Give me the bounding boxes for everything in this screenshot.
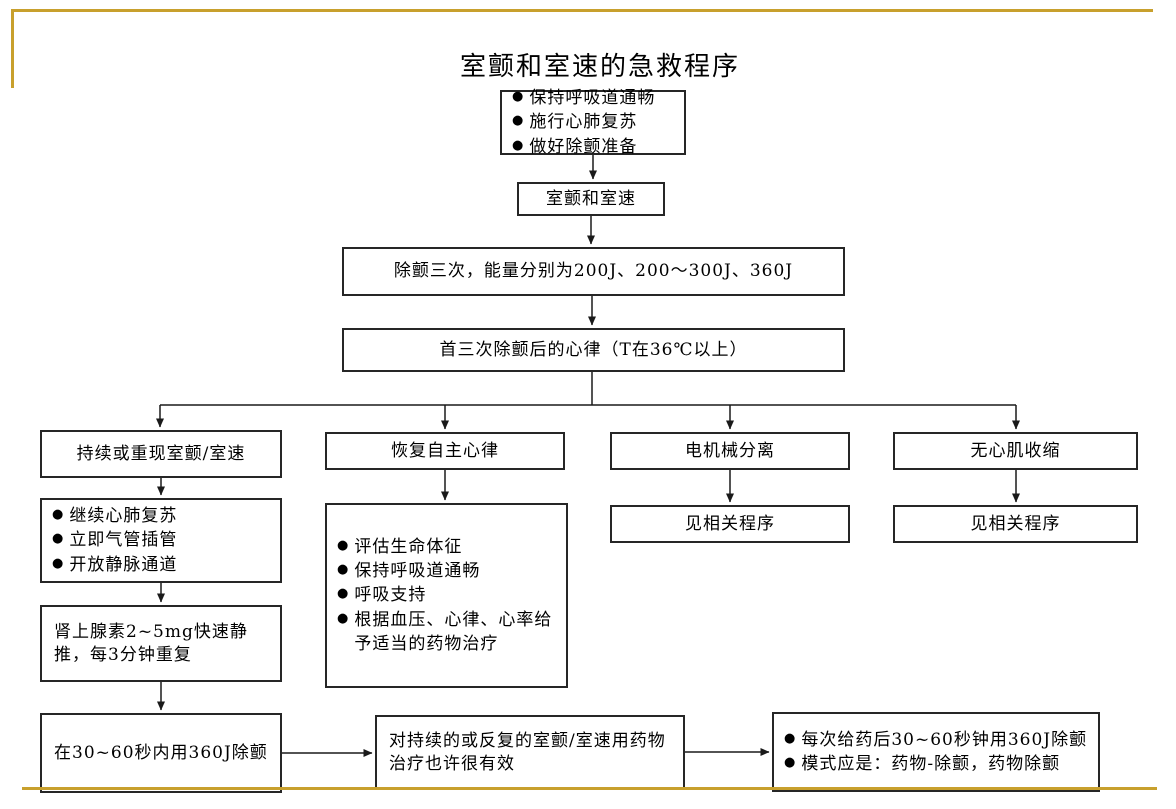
flow-box-prep: ● 保持呼吸道通畅 ● 施行心肺复苏 ● 做好除颤准备 bbox=[500, 88, 686, 157]
box-label: 见相关程序 bbox=[970, 513, 1061, 534]
bullet-icon: ● bbox=[337, 586, 350, 602]
flow-box-drug-shock-pattern: ● 每次给药后30~60秒钟用360J除颤 ● 模式应是：药物-除颤，药物除颤 bbox=[772, 712, 1100, 792]
bullet-item: ● 立即气管插管 bbox=[52, 528, 177, 552]
bullet-text: 继续心肺复苏 bbox=[69, 506, 178, 527]
bullet-icon: ● bbox=[337, 562, 350, 578]
box-label: 肾上腺素2~5mg快速静推，每3分钟重复 bbox=[54, 621, 248, 665]
bullet-text: 开放静脉通道 bbox=[69, 554, 178, 575]
bullet-item: ● 保持呼吸道通畅 bbox=[512, 86, 655, 110]
box-label: 恢复自主心律 bbox=[391, 440, 499, 461]
bullet-icon: ● bbox=[784, 730, 797, 746]
gold-top-border bbox=[11, 9, 1153, 12]
bullet-icon: ● bbox=[52, 555, 65, 571]
bullet-icon: ● bbox=[337, 610, 350, 626]
bullet-text: 立即气管插管 bbox=[69, 530, 178, 551]
bullet-text: 根据血压、心律、心率给予适当的药物治疗 bbox=[354, 609, 553, 654]
bullet-icon: ● bbox=[512, 137, 525, 153]
flow-box-branch-recovered: 恢复自主心律 bbox=[325, 432, 565, 470]
bullet-icon: ● bbox=[784, 755, 797, 770]
flow-box-branch-em-dissociation: 电机械分离 bbox=[610, 432, 850, 470]
bullet-text: 保持呼吸道通畅 bbox=[354, 561, 481, 582]
bullet-text: 每次给药后30~60秒钟用360J除颤 bbox=[801, 729, 1088, 750]
flow-box-drug-therapy: 对持续的或反复的室颤/室速用药物治疗也许很有效 bbox=[375, 715, 685, 790]
flow-box-epinephrine: 肾上腺素2~5mg快速静推，每3分钟重复 bbox=[40, 605, 282, 682]
flow-box-shock-360: 在30~60秒内用360J除颤 bbox=[40, 713, 282, 793]
flow-box-defib-three: 除颤三次，能量分别为200J、200～300J、360J bbox=[342, 247, 845, 296]
bullet-icon: ● bbox=[52, 507, 65, 523]
flow-box-vf-vt: 室颤和室速 bbox=[517, 182, 665, 216]
gold-left-border bbox=[11, 9, 14, 88]
bullet-text: 评估生命体征 bbox=[354, 537, 463, 558]
flow-box-persistent-actions: ● 继续心肺复苏 ● 立即气管插管 ● 开放静脉通道 bbox=[40, 498, 282, 583]
bullet-item: ● 评估生命体征 bbox=[337, 535, 462, 559]
bullet-item: ● 继续心肺复苏 bbox=[52, 504, 177, 528]
flow-box-branch-asystole: 无心肌收缩 bbox=[893, 432, 1138, 470]
box-label: 室颤和室速 bbox=[546, 188, 636, 209]
page-title: 室颤和室速的急救程序 bbox=[459, 52, 740, 82]
bullet-text: 呼吸支持 bbox=[354, 585, 427, 606]
flow-box-branch-persistent: 持续或重现室颤/室速 bbox=[40, 430, 282, 478]
bullet-item: ● 呼吸支持 bbox=[337, 583, 426, 607]
bullet-item: ● 根据血压、心律、心率给予适当的药物治疗 bbox=[337, 608, 558, 656]
flow-box-rhythm-check: 首三次除颤后的心律（T在36℃以上） bbox=[342, 328, 845, 372]
bullet-item: ● 开放静脉通道 bbox=[52, 553, 177, 577]
box-label: 首三次除颤后的心律（T在36℃以上） bbox=[439, 339, 748, 360]
bullet-icon: ● bbox=[512, 89, 525, 105]
bullet-text: 保持呼吸道通畅 bbox=[529, 88, 656, 109]
bullet-text: 施行心肺复苏 bbox=[529, 112, 638, 133]
bullet-icon: ● bbox=[512, 113, 525, 129]
bullet-item: ● 做好除颤准备 bbox=[512, 135, 637, 159]
bullet-text: 模式应是：药物-除颤，药物除颤 bbox=[801, 754, 1061, 774]
bullet-item: ● 模式应是：药物-除颤，药物除颤 bbox=[784, 752, 1060, 776]
box-label: 见相关程序 bbox=[685, 513, 775, 534]
box-label: 除颤三次，能量分别为200J、200～300J、360J bbox=[393, 261, 794, 282]
gold-bottom-border bbox=[22, 787, 1157, 790]
flow-box-recovered-actions: ● 评估生命体征 ● 保持呼吸道通畅 ● 呼吸支持 ● 根据血压、心律、心率给予… bbox=[325, 503, 568, 688]
box-label: 电机械分离 bbox=[685, 440, 775, 461]
flow-box-em-related: 见相关程序 bbox=[610, 505, 850, 543]
bullet-icon: ● bbox=[337, 538, 350, 554]
bullet-icon: ● bbox=[52, 531, 65, 547]
bullet-text: 做好除颤准备 bbox=[529, 136, 638, 157]
box-label: 对持续的或反复的室颤/室速用药物治疗也许很有效 bbox=[389, 730, 666, 774]
bullet-item: ● 每次给药后30~60秒钟用360J除颤 bbox=[784, 728, 1087, 752]
box-label: 在30~60秒内用360J除颤 bbox=[54, 742, 268, 763]
box-label: 持续或重现室颤/室速 bbox=[76, 443, 246, 464]
bullet-item: ● 保持呼吸道通畅 bbox=[337, 559, 480, 583]
box-label: 无心肌收缩 bbox=[970, 440, 1061, 461]
flow-box-asystole-related: 见相关程序 bbox=[893, 505, 1138, 543]
bullet-item: ● 施行心肺复苏 bbox=[512, 110, 637, 134]
